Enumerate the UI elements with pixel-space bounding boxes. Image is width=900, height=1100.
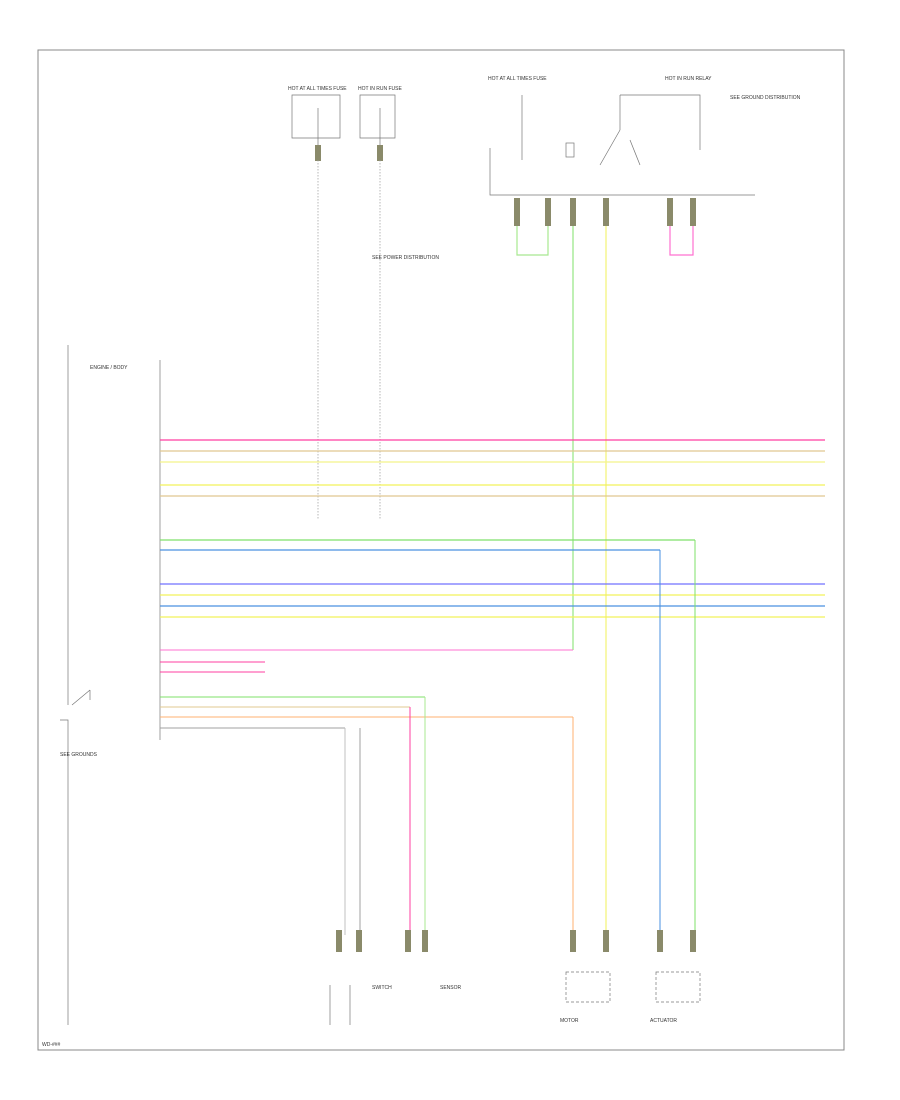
- top-connectors: [514, 198, 696, 226]
- module-bracket: [60, 345, 69, 1025]
- note-mid: SEE POWER DISTRIBUTION: [372, 255, 439, 261]
- component-box-2: [655, 971, 701, 1003]
- fuse-block-left: [291, 94, 396, 161]
- top-mid-fuse-label: HOT IN RUN FUSE: [358, 86, 402, 92]
- bottom-component-label-2: ACTUATOR: [650, 1018, 678, 1024]
- switch-symbol: [71, 689, 91, 706]
- bottom-switch-label-1: SWITCH: [372, 985, 392, 991]
- green-loop: [516, 226, 549, 256]
- bottom-switch-label-2: SENSOR: [440, 985, 462, 991]
- top-right-fuse-label-1: HOT AT ALL TIMES FUSE: [488, 76, 547, 82]
- top-right-fuse-label-2: HOT IN RUN RELAY: [665, 76, 712, 82]
- component-box-1: [565, 971, 611, 1003]
- fuse-block-right: [489, 94, 755, 196]
- bottom-connectors: [336, 930, 696, 952]
- note-right: SEE GROUND DISTRIBUTION: [730, 95, 801, 101]
- bottom-component-label-1: MOTOR: [560, 1018, 579, 1024]
- harness-wires: [160, 439, 825, 729]
- top-left-fuse-label: HOT AT ALL TIMES FUSE: [288, 86, 347, 92]
- diagram-frame: [37, 49, 845, 1051]
- module-name-label: ENGINE / BODY: [90, 365, 128, 371]
- left-bottom-note: SEE GROUNDS: [60, 752, 97, 758]
- footer-code: WD-###: [42, 1042, 61, 1048]
- magenta-loop: [669, 226, 694, 256]
